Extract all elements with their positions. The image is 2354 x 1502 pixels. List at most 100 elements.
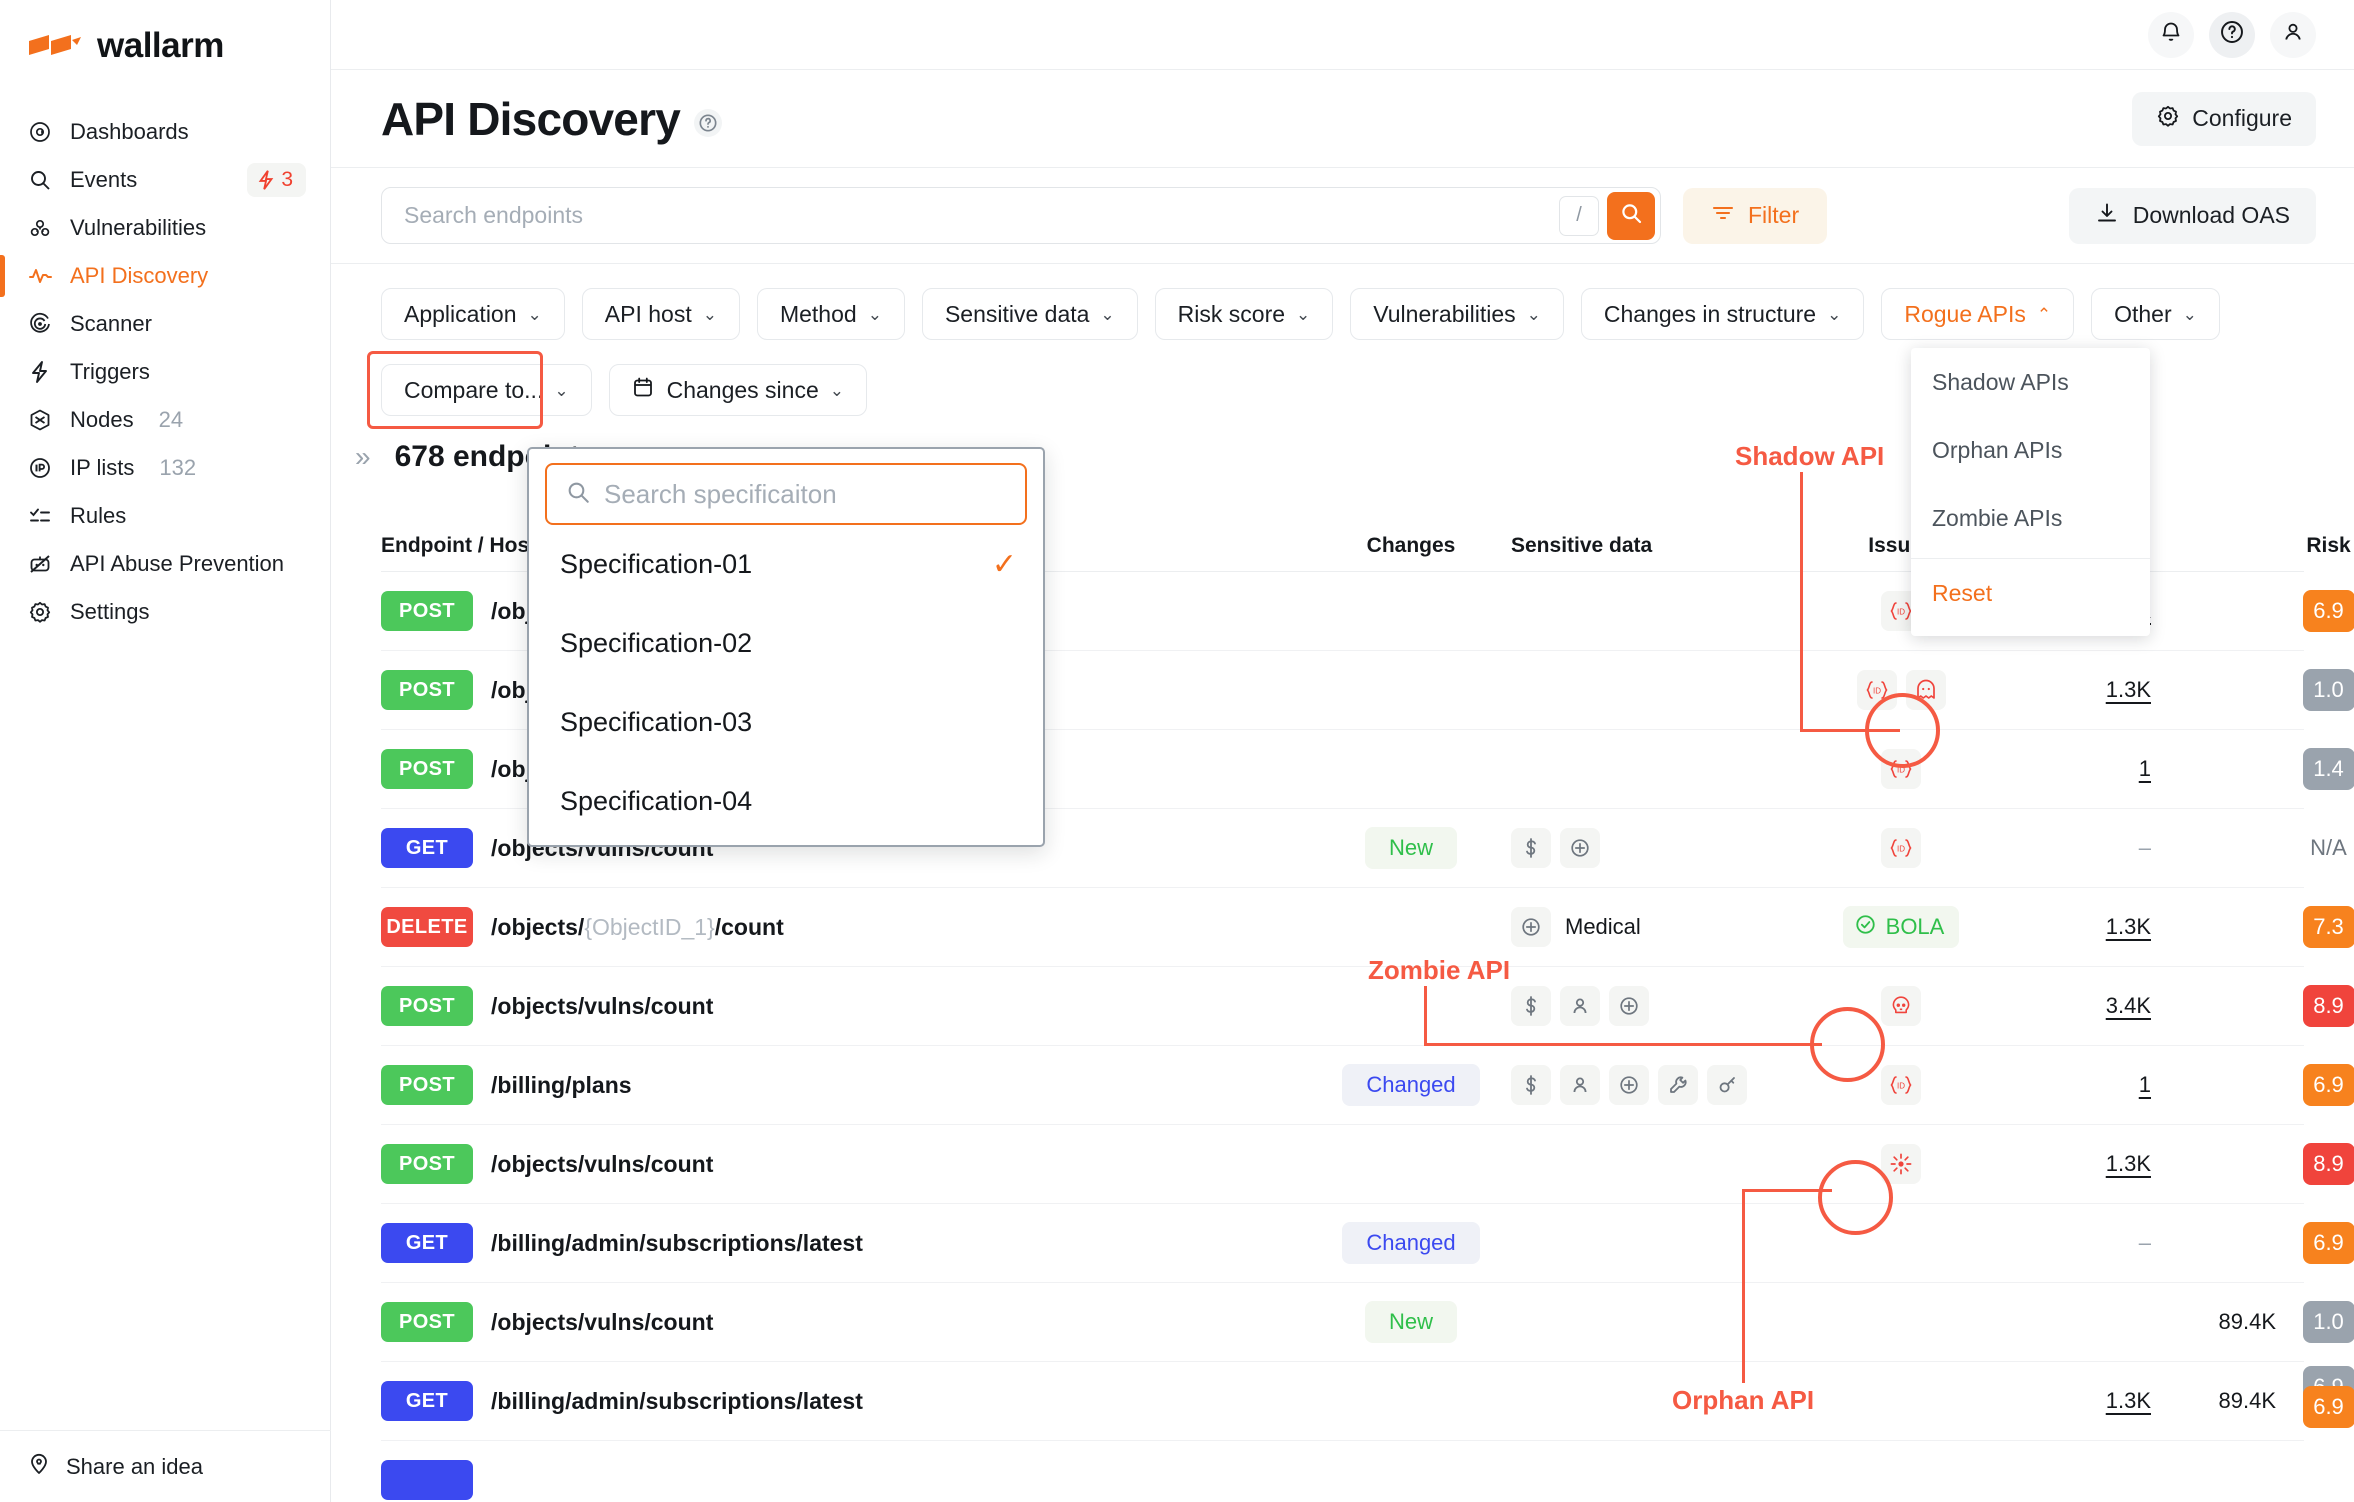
- filter-chip-sensitive-data[interactable]: Sensitive data ⌄: [921, 288, 1138, 340]
- brand-logo[interactable]: wallarm: [0, 0, 330, 66]
- id-icon[interactable]: ID: [1881, 749, 1921, 789]
- filter-chip-label: Vulnerabilities: [1373, 300, 1516, 327]
- specification-search-box[interactable]: [545, 463, 1027, 525]
- filter-chip-compare-to[interactable]: Compare to... ⌄: [381, 364, 592, 416]
- filter-chip-risk-score[interactable]: Risk score ⌄: [1154, 288, 1334, 340]
- hits-value[interactable]: 1: [2138, 1072, 2151, 1097]
- nodes-count: 24: [158, 407, 184, 432]
- account-button[interactable]: [2270, 11, 2316, 58]
- dollar-icon[interactable]: [1511, 1065, 1551, 1105]
- specification-option-01[interactable]: Specification-01 ✓: [529, 525, 1043, 604]
- hits-value[interactable]: 1.3K: [2105, 1388, 2151, 1413]
- filter-chip-label: Method: [779, 300, 857, 327]
- svg-text:ID: ID: [1897, 1082, 1905, 1091]
- ghost-icon[interactable]: [1905, 670, 1946, 710]
- sidebar-item-settings[interactable]: Settings: [0, 588, 330, 636]
- sidebar-item-api-discovery[interactable]: API Discovery: [0, 252, 330, 300]
- lightbulb-pin-icon: [27, 1452, 51, 1482]
- medical-cross-icon[interactable]: [1511, 907, 1551, 947]
- download-oas-button[interactable]: Download OAS: [2068, 187, 2316, 244]
- sidebar-item-nodes[interactable]: Nodes 24: [0, 396, 330, 444]
- double-chevron-right-icon[interactable]: »: [355, 441, 371, 472]
- medical-cross-icon[interactable]: [1609, 1065, 1649, 1105]
- key-icon[interactable]: [1707, 1065, 1747, 1105]
- table-row[interactable]: POST /billing/plans Changed ID: [381, 1046, 2354, 1125]
- sun-icon[interactable]: [1881, 1144, 1921, 1184]
- hits-value[interactable]: 1.3K: [2105, 914, 2151, 939]
- share-an-idea-button[interactable]: Share an idea: [0, 1430, 331, 1502]
- notifications-button[interactable]: [2148, 11, 2194, 58]
- medical-cross-icon[interactable]: [1560, 828, 1600, 868]
- search-submit-button[interactable]: [1607, 191, 1655, 240]
- wrench-icon[interactable]: [1658, 1065, 1698, 1105]
- search-toolbar: / Filter Download OAS: [331, 168, 2354, 264]
- specification-search-input[interactable]: [604, 478, 1025, 510]
- specification-option-04[interactable]: Specification-04: [529, 762, 1043, 841]
- filter-chip-label: Risk score: [1177, 300, 1286, 327]
- method-badge: POST: [381, 749, 473, 789]
- medical-cross-icon[interactable]: [1609, 986, 1649, 1026]
- table-row[interactable]: GET /billing/admin/subscriptions/latest …: [381, 1362, 2354, 1441]
- sidebar-item-ip-lists[interactable]: IP lists 132: [0, 444, 330, 492]
- filter-chip-method[interactable]: Method ⌄: [756, 288, 905, 340]
- search-shortcut-key: /: [1559, 195, 1599, 236]
- rogue-menu-reset[interactable]: Reset: [1932, 579, 1993, 606]
- endpoint-path: /billing/admin/subscriptions/latest: [491, 1387, 863, 1414]
- specification-option-label: Specification-04: [560, 786, 753, 816]
- table-row[interactable]: [381, 1441, 2304, 1502]
- sidebar-item-label: Rules: [70, 503, 127, 528]
- sidebar-item-events[interactable]: Events 3: [0, 156, 330, 204]
- person-icon[interactable]: [1560, 1065, 1600, 1105]
- sidebar-item-rules[interactable]: Rules: [0, 492, 330, 540]
- method-badge: POST: [381, 670, 473, 710]
- filter-chip-label: API host: [604, 300, 692, 327]
- table-row[interactable]: GET /objects/vulns/count New ID – N/A ••…: [381, 809, 2347, 888]
- table-row[interactable]: POST /objects/vulns/count 1.3K 8.9 •••: [381, 1125, 2354, 1204]
- hits-value[interactable]: 1.3K: [2105, 1151, 2151, 1176]
- help-button[interactable]: [2209, 11, 2255, 58]
- id-icon[interactable]: ID: [1881, 828, 1921, 868]
- skull-icon[interactable]: [1881, 986, 1921, 1026]
- configure-button[interactable]: Configure: [2132, 91, 2316, 146]
- specification-option-02[interactable]: Specification-02: [529, 604, 1043, 683]
- events-badge[interactable]: 3: [247, 163, 306, 197]
- filter-chip-vulnerabilities[interactable]: Vulnerabilities ⌄: [1350, 288, 1564, 340]
- id-icon[interactable]: ID: [1881, 1065, 1921, 1105]
- sidebar-item-dashboards[interactable]: Dashboards: [0, 108, 330, 156]
- person-icon[interactable]: [1560, 986, 1600, 1026]
- bola-issue-badge[interactable]: BOLA: [1842, 906, 1960, 948]
- sidebar-item-api-abuse-prevention[interactable]: API Abuse Prevention: [0, 540, 330, 588]
- dollar-icon[interactable]: [1511, 828, 1551, 868]
- filter-button[interactable]: Filter: [1683, 187, 1828, 244]
- id-icon[interactable]: ID: [1856, 670, 1897, 710]
- filter-chip-changes-in-structure[interactable]: Changes in structure ⌄: [1580, 288, 1865, 340]
- rogue-menu-item-shadow-apis[interactable]: Shadow APIs: [1932, 368, 2069, 395]
- table-row[interactable]: POST /objects/vulns/count 3.4K 8.9 •••: [381, 967, 2354, 1046]
- sidebar-item-vulnerabilities[interactable]: Vulnerabilities: [0, 204, 330, 252]
- chevron-down-icon: ⌄: [1100, 304, 1115, 324]
- search-input[interactable]: [404, 202, 1559, 229]
- rogue-menu-item-zombie-apis[interactable]: Zombie APIs: [1932, 504, 2063, 531]
- rogue-menu-item-orphan-apis[interactable]: Orphan APIs: [1932, 436, 2063, 463]
- risk-badge: 6.9: [2302, 1064, 2354, 1106]
- filter-chip-other[interactable]: Other ⌄: [2091, 288, 2220, 340]
- hits-value[interactable]: 3.4K: [2105, 993, 2151, 1018]
- filter-chip-application[interactable]: Application ⌄: [381, 288, 565, 340]
- search-endpoints-box[interactable]: /: [381, 187, 1661, 244]
- filter-chip-changes-since[interactable]: Changes since ⌄: [608, 364, 867, 416]
- dollar-icon[interactable]: [1511, 986, 1551, 1026]
- table-row[interactable]: GET /billing/admin/subscriptions/latest …: [381, 1204, 2354, 1283]
- filter-chip-api-host[interactable]: API host ⌄: [581, 288, 740, 340]
- hits-value[interactable]: 1: [2138, 756, 2151, 781]
- hits-value[interactable]: 1.3K: [2105, 677, 2151, 702]
- table-row[interactable]: DELETE /objects/{ObjectID_1}/count Medic…: [381, 888, 2354, 967]
- filter-chip-rogue-apis[interactable]: Rogue APIs ⌃: [1881, 288, 2075, 340]
- specification-option-03[interactable]: Specification-03: [529, 683, 1043, 762]
- risk-badge: 1.0: [2302, 669, 2354, 711]
- sidebar-item-scanner[interactable]: Scanner: [0, 300, 330, 348]
- chevron-down-icon: ⌄: [1296, 304, 1311, 324]
- sidebar-item-triggers[interactable]: Triggers: [0, 348, 330, 396]
- table-row[interactable]: POST /objects/vulns/count New 89.4K 1.0 …: [381, 1283, 2354, 1362]
- page-help-icon[interactable]: [693, 108, 722, 137]
- brand-name: wallarm: [97, 26, 224, 65]
